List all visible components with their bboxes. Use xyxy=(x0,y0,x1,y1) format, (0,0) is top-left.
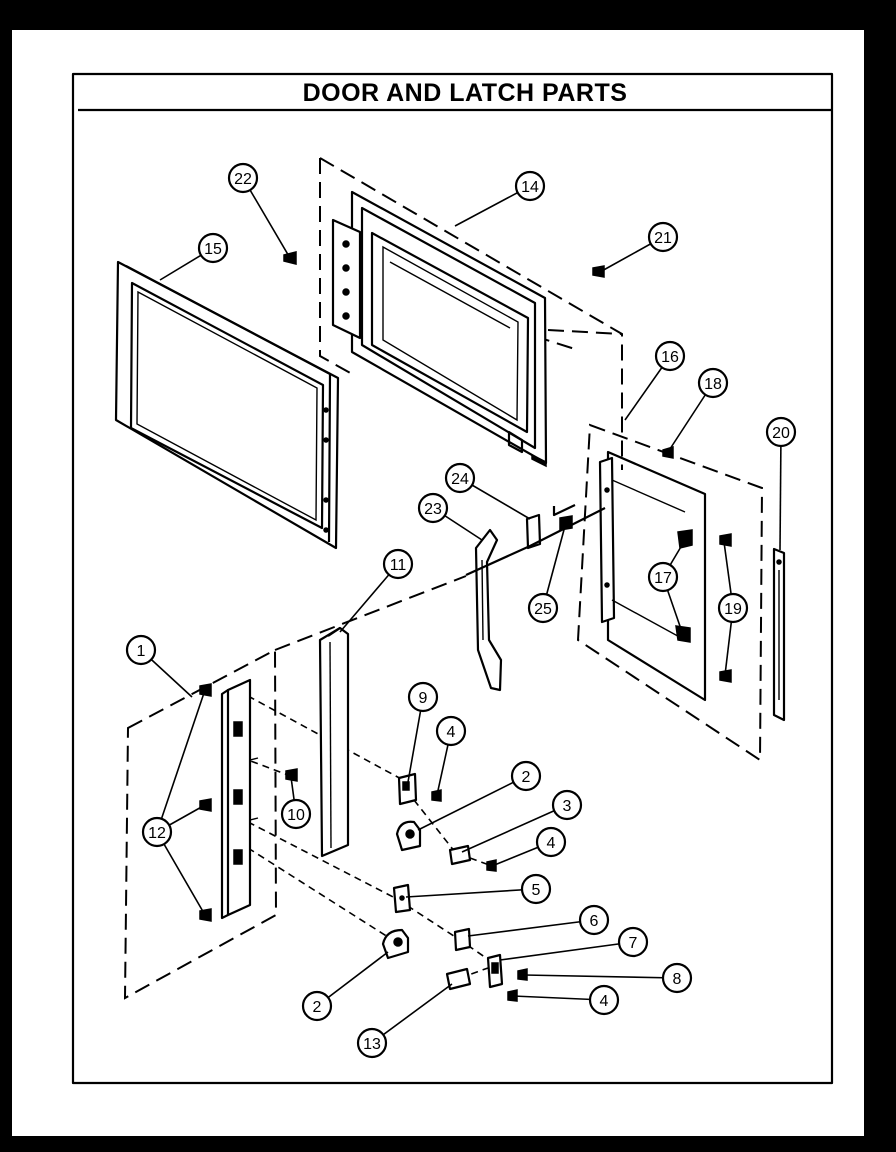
callout-2-lower: 2 xyxy=(301,990,333,1022)
callout-4-lower-label: 4 xyxy=(600,993,609,1010)
part-13-actuator xyxy=(445,967,472,991)
callout-17: 17 xyxy=(647,561,679,593)
part-10-screw xyxy=(285,768,298,782)
callout-11: 11 xyxy=(382,548,414,580)
callout-16-label: 16 xyxy=(661,349,679,366)
assembly-guide-lines xyxy=(239,335,579,979)
part-5-plate xyxy=(392,883,412,914)
callout-2-upper-label: 2 xyxy=(522,769,531,786)
callout-10-label: 10 xyxy=(287,807,305,824)
callout-3-label: 3 xyxy=(563,798,572,815)
callout-24-label: 24 xyxy=(451,471,469,488)
part-20-latch-bar xyxy=(772,547,786,722)
callout-21: 21 xyxy=(647,221,679,253)
callout-19: 19 xyxy=(717,592,749,624)
callout-11-label: 11 xyxy=(390,557,407,574)
callout-7-label: 7 xyxy=(629,935,638,952)
part-4-screw-upper xyxy=(431,789,442,802)
callout-1-label: 1 xyxy=(137,643,146,660)
diagram-frame xyxy=(71,72,834,1085)
callout-4-upper-label: 4 xyxy=(447,724,456,741)
part-1-latch-bracket xyxy=(220,678,259,920)
callout-13: 13 xyxy=(356,1027,388,1059)
part-12-screw xyxy=(199,683,212,922)
exploded-outline-1 xyxy=(123,648,278,1000)
callout-9-label: 9 xyxy=(419,690,428,707)
callout-1: 1 xyxy=(125,634,157,666)
exploded-outline-14 xyxy=(319,157,623,470)
callout-4-middle-label: 4 xyxy=(547,835,556,852)
callout-6-label: 6 xyxy=(590,913,599,930)
callout-2-lower-label: 2 xyxy=(313,999,322,1016)
callout-16: 16 xyxy=(654,340,686,372)
part-2-cam-upper xyxy=(395,820,422,852)
callout-21-label: 21 xyxy=(654,230,672,247)
callout-14-label: 14 xyxy=(521,179,539,196)
callout-12: 12 xyxy=(141,816,173,848)
callout-22: 22 xyxy=(227,162,259,194)
callout-4-lower: 4 xyxy=(588,984,620,1016)
callout-14: 14 xyxy=(514,170,546,202)
callout-15-label: 15 xyxy=(204,241,222,258)
callout-23-label: 23 xyxy=(424,501,442,518)
callout-9: 9 xyxy=(407,681,439,713)
exploded-outline-16 xyxy=(576,423,764,762)
callout-4-middle: 4 xyxy=(535,826,567,858)
callout-8-label: 8 xyxy=(673,971,682,988)
part-6-switch xyxy=(453,927,472,952)
callout-5: 5 xyxy=(520,873,552,905)
part-17-latch-spring xyxy=(675,529,693,643)
part-3-switch-actuator xyxy=(448,844,472,866)
part-16-latch-base xyxy=(598,450,707,702)
part-7-switch xyxy=(486,953,504,989)
callout-4-upper: 4 xyxy=(435,715,467,747)
part-2-cam-lower xyxy=(381,928,410,960)
callout-3: 3 xyxy=(551,789,583,821)
callout-25: 25 xyxy=(527,592,559,624)
part-8-screw xyxy=(517,968,528,981)
paper-sheet xyxy=(12,30,864,1136)
part-9-switch-bracket xyxy=(397,772,418,806)
callout-5-label: 5 xyxy=(532,882,541,899)
part-19-screw xyxy=(719,533,732,683)
part-21-screw xyxy=(592,265,605,278)
part-24-latch-pin xyxy=(525,513,542,550)
latch-connector-lines xyxy=(465,504,606,577)
part-4-screw-lower xyxy=(507,989,518,1002)
callout-18-label: 18 xyxy=(704,376,722,393)
part-23-latch-lever xyxy=(474,528,503,692)
diagram-title: DOOR AND LATCH PARTS xyxy=(303,79,628,107)
callout-15: 15 xyxy=(197,232,229,264)
callout-17-label: 17 xyxy=(654,570,672,587)
callout-13-label: 13 xyxy=(363,1036,381,1053)
part-11-channel xyxy=(318,626,350,858)
callout-6: 6 xyxy=(578,904,610,936)
callout-24: 24 xyxy=(444,462,476,494)
callout-8: 8 xyxy=(661,962,693,994)
leader-lines xyxy=(140,177,782,1044)
callout-18: 18 xyxy=(697,367,729,399)
part-4-screw-middle xyxy=(486,859,497,872)
callout-25-label: 25 xyxy=(534,601,552,618)
callout-10: 10 xyxy=(280,798,312,830)
part-15-door-frame xyxy=(114,260,340,550)
callout-7: 7 xyxy=(617,926,649,958)
callout-23: 23 xyxy=(417,492,449,524)
callout-20-label: 20 xyxy=(772,425,790,442)
part-14-hinge-plate xyxy=(331,218,362,340)
callout-2-upper: 2 xyxy=(510,760,542,792)
callout-19-label: 19 xyxy=(724,601,742,618)
callout-22-label: 22 xyxy=(234,171,252,188)
callout-12-label: 12 xyxy=(148,825,166,842)
callout-20: 20 xyxy=(765,416,797,448)
